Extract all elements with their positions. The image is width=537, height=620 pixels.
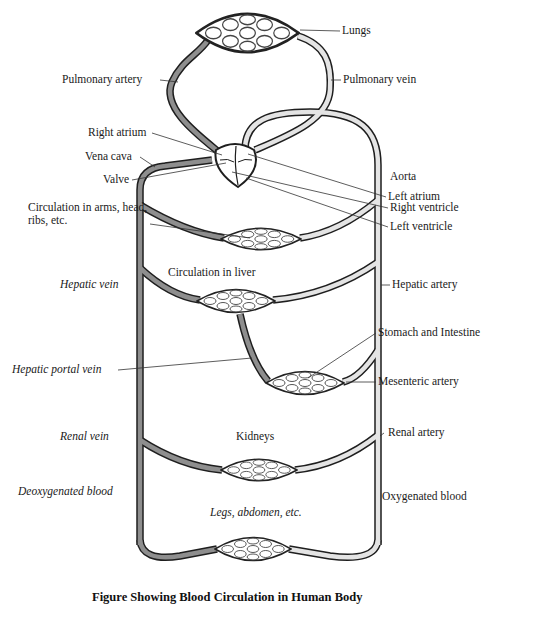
part-label: Pulmonary artery bbox=[62, 73, 142, 86]
leg-capillary-bed bbox=[215, 538, 291, 561]
leader-line bbox=[246, 178, 388, 227]
artery-vessel bbox=[343, 350, 378, 382]
leader-line bbox=[152, 133, 222, 155]
leader-line bbox=[132, 163, 226, 180]
part-label: Right ventricle bbox=[390, 201, 459, 214]
artery-vessel bbox=[295, 435, 378, 470]
leader-lines bbox=[118, 30, 390, 436]
heart-valve bbox=[220, 159, 234, 162]
part-label: Lungs bbox=[342, 24, 371, 37]
heart-symbol bbox=[215, 144, 256, 187]
vein-vessel bbox=[140, 540, 217, 557]
part-label: Hepatic vein bbox=[60, 278, 118, 291]
part-label: Hepatic portal vein bbox=[12, 363, 101, 376]
part-label: Oxygenated blood bbox=[382, 490, 467, 503]
part-label: Circulation in liver bbox=[168, 266, 256, 279]
portal-vessel bbox=[240, 314, 268, 381]
leader-line bbox=[331, 80, 341, 81]
kidney-capillary-bed bbox=[221, 459, 297, 480]
heart-septum bbox=[235, 146, 238, 185]
leader-line bbox=[232, 172, 388, 208]
vein-vessel bbox=[140, 440, 222, 470]
capillary-bed bbox=[221, 228, 301, 249]
part-label: Legs, abdomen, etc. bbox=[210, 506, 302, 519]
vein-vessel bbox=[140, 440, 222, 470]
capillary-beds bbox=[196, 14, 344, 561]
leader-line bbox=[380, 433, 384, 436]
heart-valve bbox=[238, 159, 252, 162]
artery-vessel bbox=[273, 262, 378, 300]
part-label: Renal artery bbox=[388, 426, 445, 439]
vein-vessel bbox=[140, 205, 224, 238]
vein-vessel bbox=[140, 540, 217, 557]
pulmonary-vessel bbox=[170, 40, 226, 158]
artery-vessel bbox=[300, 200, 378, 238]
leader-line bbox=[150, 224, 250, 238]
part-label: Hepatic artery bbox=[392, 278, 457, 291]
part-label: Valve bbox=[103, 173, 129, 186]
liver-capillary-bed bbox=[197, 290, 275, 313]
portal-vessel bbox=[240, 314, 268, 381]
leader-line bbox=[381, 285, 390, 286]
vena-cava-vessel bbox=[140, 160, 212, 545]
part-label: Right atrium bbox=[88, 126, 146, 139]
leader-line bbox=[300, 30, 340, 31]
lung-capillary-bed bbox=[196, 14, 298, 52]
part-label: Mesenteric artery bbox=[378, 375, 459, 388]
figure-caption: Figure Showing Blood Circulation in Huma… bbox=[92, 590, 362, 605]
leader-line bbox=[118, 358, 252, 370]
gut-capillary-bed bbox=[266, 372, 344, 395]
leader-line bbox=[160, 80, 178, 82]
artery-vessel bbox=[289, 540, 378, 557]
artery-vessel bbox=[300, 200, 378, 238]
part-label: Circulation in arms, head, ribs, etc. bbox=[28, 201, 148, 227]
vena-cava-vessel bbox=[140, 160, 212, 545]
part-label: Stomach and Intestine bbox=[378, 326, 480, 339]
pulmonary-vessel bbox=[255, 36, 330, 150]
artery-vessel bbox=[295, 435, 378, 470]
part-label: Left ventricle bbox=[390, 220, 452, 233]
part-label: Kidneys bbox=[236, 430, 274, 443]
vein-vessel bbox=[140, 205, 224, 238]
part-label: Aorta bbox=[390, 170, 416, 183]
artery-vessel bbox=[273, 262, 378, 300]
leader-line bbox=[308, 333, 376, 378]
leader-line bbox=[140, 157, 155, 167]
part-label: Renal vein bbox=[60, 430, 109, 443]
artery-vessel bbox=[343, 350, 378, 382]
pulmonary-vessel bbox=[170, 40, 226, 158]
artery-vessel bbox=[289, 540, 378, 557]
part-label: Deoxygenated blood bbox=[18, 485, 113, 498]
part-label: Pulmonary vein bbox=[343, 73, 416, 86]
part-label: Vena cava bbox=[85, 150, 132, 163]
leader-line bbox=[248, 154, 386, 197]
heart-outline bbox=[215, 144, 256, 187]
pulmonary-vessel bbox=[255, 36, 330, 150]
leader-line bbox=[346, 382, 376, 383]
